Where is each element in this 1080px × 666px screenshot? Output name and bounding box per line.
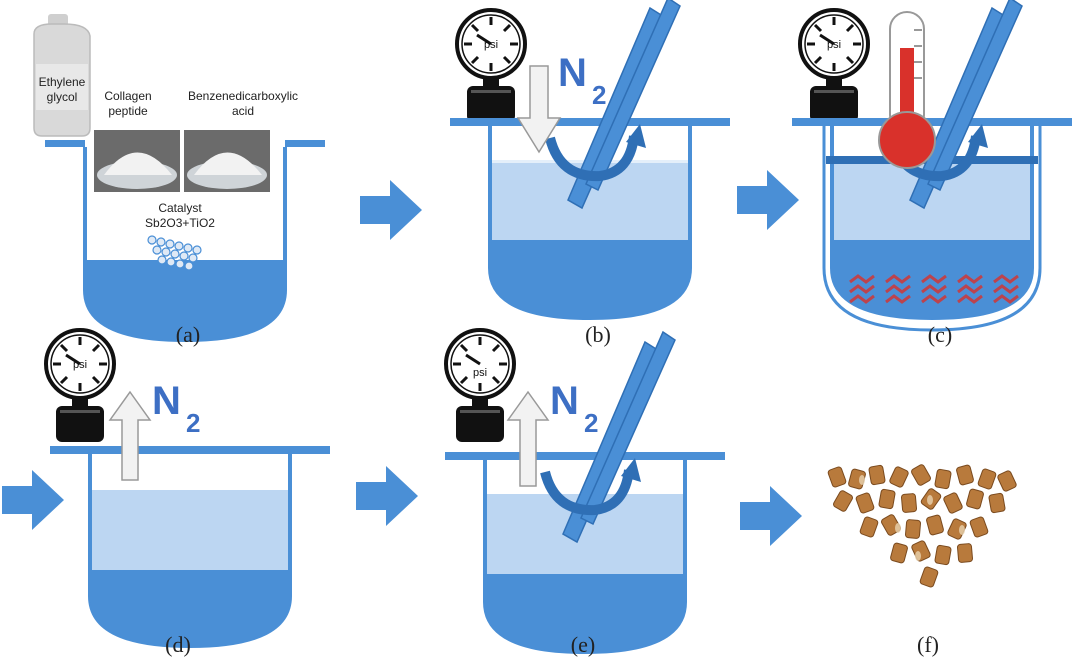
n2-sub-d: 2: [186, 408, 200, 438]
vessel-b: [448, 0, 732, 320]
flow-arrow-5: [740, 486, 802, 546]
gauge-unit-c: psi: [827, 39, 841, 51]
heat-waves-icon: [849, 274, 1019, 304]
n2-label-e: N: [550, 379, 579, 423]
catalyst-label: Catalyst: [158, 201, 202, 215]
collagen-label-2: peptide: [108, 104, 148, 118]
pressure-gauge-d: [44, 328, 116, 444]
n2-label-d: N: [152, 379, 181, 423]
vessel-e: [443, 332, 727, 654]
flow-arrow-1: [360, 180, 422, 240]
panel-b: psi N 2: [448, 0, 732, 320]
panel-label-f: (f): [917, 632, 939, 657]
ethylene-glycol-bottle: Ethylene glycol: [33, 14, 91, 137]
thermometer-icon: [878, 11, 936, 169]
polyester-pellets-image: [826, 462, 1026, 592]
n2-outflow-arrow-e: [506, 390, 550, 487]
panel-label-d: (d): [165, 632, 191, 657]
acid-powder-photo: [184, 130, 270, 192]
catalyst-beads: [147, 235, 202, 271]
panel-label-b: (b): [585, 322, 611, 347]
panel-label-e: (e): [570, 632, 596, 657]
flow-arrow-4: [356, 466, 418, 526]
flow-arrow-3: [2, 470, 64, 530]
panel-a: Ethylene glycol Collagen peptide Benzene…: [33, 14, 325, 343]
pressure-gauge-e: [444, 328, 516, 444]
gauge-unit-d: psi: [73, 359, 87, 371]
flow-arrow-2: [737, 170, 799, 230]
panel-label-c: (c): [927, 322, 953, 347]
panel-c: psi: [790, 0, 1074, 332]
panel-label-a: (a): [175, 322, 201, 347]
vessel-a: [45, 140, 325, 343]
panel-f: [826, 462, 1026, 592]
n2-label-b: N: [558, 51, 587, 95]
vessel-d: [48, 444, 332, 648]
gauge-unit-b: psi: [484, 39, 498, 51]
gauge-unit-e: psi: [473, 367, 487, 379]
collagen-powder-photo: [94, 130, 180, 192]
bottle-label-line1: Ethylene: [39, 75, 86, 89]
pressure-gauge-c: [798, 8, 870, 124]
pressure-gauge-b: [455, 8, 527, 124]
bottle-label-line2: glycol: [47, 90, 78, 104]
vessel-c: [790, 0, 1074, 332]
collagen-label-1: Collagen: [104, 89, 151, 103]
n2-sub-e: 2: [584, 408, 598, 438]
n2-outflow-arrow: [108, 390, 152, 481]
n2-inflow-arrow: [516, 65, 562, 154]
panel-e: psi N 2: [443, 328, 727, 654]
acid-label-1: Benzenedicarboxylic: [188, 89, 298, 103]
catalyst-formula: Sb2O3+TiO2: [145, 216, 215, 230]
n2-sub-b: 2: [592, 80, 606, 110]
panel-d: psi N 2: [44, 328, 332, 648]
acid-label-2: acid: [232, 104, 254, 118]
